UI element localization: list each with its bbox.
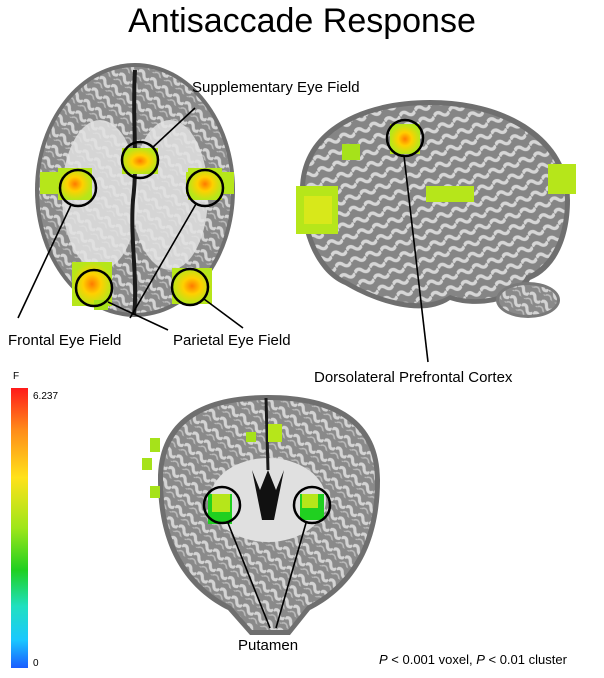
statistics-note: P < 0.001 voxel, P < 0.01 cluster — [379, 652, 567, 667]
cluster-threshold: < 0.01 cluster — [484, 652, 567, 667]
putamen-leader-right — [275, 522, 307, 629]
coronal-brain-slice — [142, 395, 380, 635]
pef-leader-left — [107, 301, 169, 331]
fef-leader-left — [17, 204, 72, 319]
dlpfc-circle — [385, 118, 425, 158]
dlpfc-leader — [403, 155, 429, 363]
label-putamen: Putamen — [238, 637, 299, 654]
colorbar-min-label: 0 — [33, 658, 39, 669]
axial-brain-slice — [35, 63, 235, 317]
figure-title: Antisaccade Response — [128, 2, 476, 40]
label-sef: Supplementary Eye Field — [192, 79, 360, 96]
fef-right-circle — [185, 168, 225, 208]
sagittal-brain-slice — [296, 100, 576, 318]
voxel-threshold: < 0.001 voxel, — [387, 652, 477, 667]
pef-right-circle — [170, 267, 210, 307]
sef-leader — [151, 107, 196, 149]
putamen-left-circle — [202, 485, 242, 525]
fef-left-circle — [58, 168, 98, 208]
fef-leader-right — [129, 203, 197, 319]
p-symbol-2: P — [476, 652, 485, 667]
p-symbol-1: P — [379, 652, 388, 667]
label-pef: Parietal Eye Field — [173, 332, 291, 349]
annotations — [58, 118, 425, 525]
leader-lines — [17, 107, 429, 629]
sef-circle — [120, 140, 160, 180]
pef-leader-right — [203, 298, 244, 329]
colorbar-max-label: 6.237 — [33, 391, 59, 402]
label-dlpfc: Dorsolateral Prefrontal Cortex — [314, 369, 513, 386]
putamen-leader-left — [227, 522, 271, 629]
colorbar-title: F — [13, 371, 20, 382]
pef-left-circle — [74, 268, 114, 308]
label-fef: Frontal Eye Field — [8, 332, 122, 349]
colorbar — [11, 388, 28, 668]
putamen-right-circle — [292, 485, 332, 525]
